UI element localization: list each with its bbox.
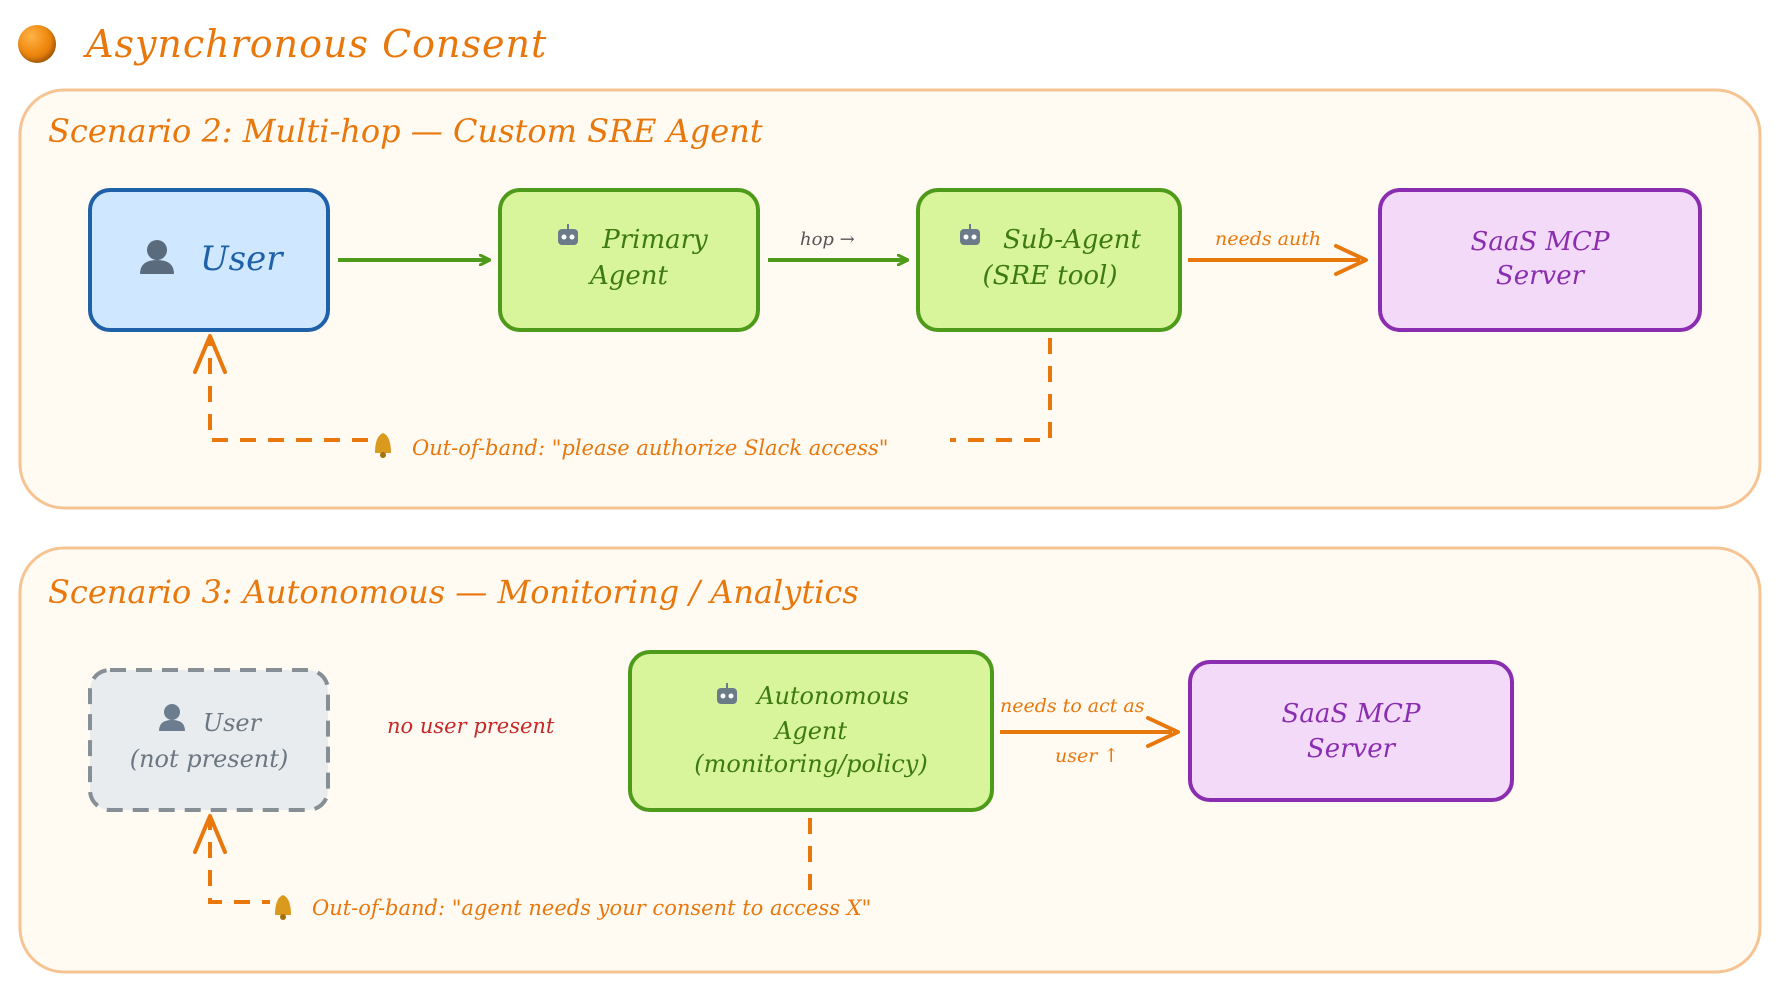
orange-circle-icon	[18, 25, 56, 63]
scenario-3-heading: Scenario 3: Autonomous — Monitoring / An…	[48, 573, 859, 611]
saas-mcp-server-node[interactable]: SaaS MCP Server	[1378, 188, 1702, 332]
saas-server-label-1: SaaS MCP	[1282, 699, 1421, 729]
saas-server-label-1: SaaS MCP	[1471, 227, 1610, 257]
autonomous-agent-label-2: Agent	[773, 717, 847, 745]
bell-icon	[375, 433, 391, 458]
page-title: Asynchronous Consent	[86, 22, 548, 66]
arrow-head	[1334, 244, 1368, 276]
bell-icon	[275, 895, 291, 920]
label-backdrop	[370, 428, 950, 456]
out-of-band-message: Out-of-band: "agent needs your consent t…	[312, 896, 871, 920]
out-of-band-message: Out-of-band: "please authorize Slack acc…	[412, 436, 888, 460]
user-node[interactable]: User	[88, 188, 330, 332]
saas-server-label-2: Server	[1496, 261, 1586, 291]
hop-label: hop →	[800, 229, 855, 250]
arrow-head	[193, 814, 227, 854]
scenario-2-heading: Scenario 2: Multi-hop — Custom SRE Agent	[48, 112, 763, 150]
user-label: User	[200, 239, 284, 279]
user-icon	[140, 240, 174, 274]
user-up-label: user ↑	[1055, 745, 1119, 767]
primary-agent-label-2: Agent	[588, 261, 669, 291]
sub-agent-label-2: (SRE tool)	[983, 261, 1118, 291]
autonomous-agent-node[interactable]: Autonomous Agent (monitoring/policy)	[628, 650, 994, 812]
label-backdrop	[270, 890, 950, 918]
needs-to-act-as-label: needs to act as	[1000, 695, 1145, 717]
out-of-band-dashed-path	[208, 818, 812, 904]
robot-icon	[558, 224, 578, 245]
needs-auth-label: needs auth	[1215, 228, 1321, 250]
primary-agent-label-1: Primary	[601, 225, 708, 255]
saas-mcp-server-node[interactable]: SaaS MCP Server	[1188, 660, 1514, 802]
arrow-head	[193, 334, 227, 374]
arrow-head	[1146, 716, 1180, 748]
scenario-2-panel: Scenario 2: Multi-hop — Custom SRE Agent…	[18, 88, 1762, 510]
no-user-present-label: no user present	[387, 714, 555, 738]
sub-agent-node[interactable]: Sub-Agent (SRE tool)	[916, 188, 1182, 332]
out-of-band-dashed-path	[208, 338, 1052, 442]
autonomous-agent-label-3: (monitoring/policy)	[694, 750, 927, 778]
autonomous-agent-label-1: Autonomous	[755, 682, 909, 710]
robot-icon	[717, 683, 737, 704]
user-not-present-label-2: (not present)	[130, 745, 289, 773]
primary-agent-node[interactable]: Primary Agent	[498, 188, 760, 332]
user-not-present-label-1: User	[203, 709, 263, 737]
user-icon	[159, 704, 185, 731]
scenario-3-panel: Scenario 3: Autonomous — Monitoring / An…	[18, 546, 1762, 974]
robot-icon	[960, 224, 980, 245]
page-header: Asynchronous Consent	[18, 14, 547, 74]
sub-agent-label-1: Sub-Agent	[1003, 225, 1142, 255]
saas-server-label-2: Server	[1307, 734, 1397, 764]
user-not-present-node[interactable]: User (not present)	[88, 668, 330, 812]
